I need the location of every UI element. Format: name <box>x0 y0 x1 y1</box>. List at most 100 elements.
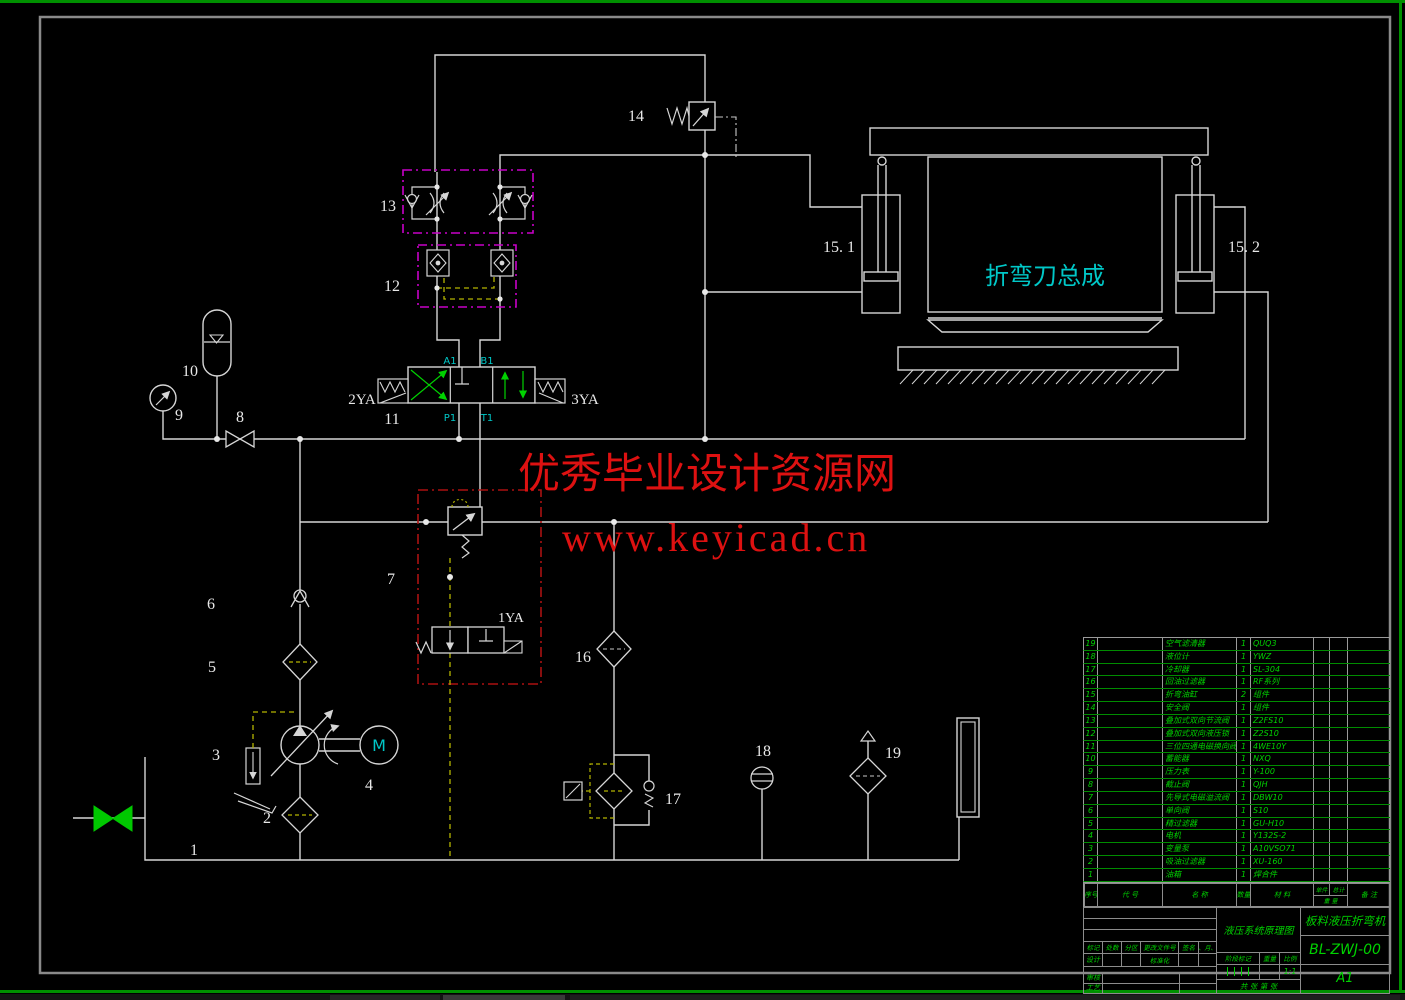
label-15-2: 15. 2 <box>1228 239 1260 256</box>
parts-cell <box>1330 638 1348 650</box>
parts-cell: Y-100 <box>1251 766 1314 779</box>
parts-cell: QUQ3 <box>1251 638 1314 650</box>
parts-cell: 4WE10Y <box>1251 740 1314 753</box>
parts-cell: 蓄能器 <box>1163 753 1237 766</box>
parts-cell: 焊合件 <box>1251 868 1314 881</box>
parts-cell <box>1098 753 1163 766</box>
label-13: 13 <box>380 198 396 215</box>
header-no: 序号 <box>1084 882 1098 907</box>
parts-cell: 组件 <box>1251 702 1314 714</box>
parts-cell <box>1348 856 1390 868</box>
parts-cell <box>1348 702 1390 714</box>
parts-cell: 回油过滤器 <box>1163 676 1237 689</box>
port-a1: A1 <box>443 356 456 367</box>
sheet-note: 共 张 第 张 <box>1216 978 1301 994</box>
product-name: 板料液压折弯机 <box>1300 906 1390 936</box>
parts-cell: 三位四通电磁换向阀 <box>1165 740 1237 753</box>
parts-cell <box>1098 830 1163 843</box>
label-18: 18 <box>755 743 771 760</box>
parts-cell <box>1330 714 1348 727</box>
parts-cell: 压力表 <box>1163 766 1237 779</box>
parts-cell <box>1348 638 1390 650</box>
parts-cell <box>1098 868 1163 881</box>
parts-list-header: 序号 代 号 名 称 数量 材 料 单件 总计 重 量 备 注 <box>1083 881 1391 907</box>
parts-cell: 13 <box>1084 714 1098 727</box>
parts-cell <box>1314 650 1330 663</box>
parts-cell: RF系列 <box>1251 676 1314 689</box>
parts-cell <box>1314 676 1330 689</box>
parts-cell: 1 <box>1237 753 1251 766</box>
parts-cell: GU-H10 <box>1251 817 1314 830</box>
parts-cell <box>1098 740 1163 753</box>
pilot-check-valve-12 <box>417 244 517 308</box>
label-5: 5 <box>208 659 216 676</box>
parts-cell <box>1330 663 1348 676</box>
parts-cell <box>1348 804 1390 817</box>
label-12: 12 <box>384 278 400 295</box>
tank-level-indicator <box>956 717 980 818</box>
parts-cell: S10 <box>1251 804 1314 817</box>
parts-cell <box>1330 791 1348 804</box>
header-material: 材 料 <box>1250 882 1314 907</box>
parts-cell <box>1314 638 1330 650</box>
parts-cell <box>1330 650 1348 663</box>
parts-cell <box>1098 689 1163 702</box>
parts-cell <box>1330 804 1348 817</box>
parts-cell <box>1348 843 1390 856</box>
parts-cell <box>1314 843 1330 856</box>
parts-cell <box>1348 740 1390 753</box>
parts-cell <box>1330 689 1348 702</box>
port-labels: A1 B1 P1 T1 M <box>372 356 494 755</box>
header-remark: 备 注 <box>1347 882 1391 907</box>
parts-cell <box>1330 676 1348 689</box>
parts-cell: 折弯油缸 <box>1163 689 1237 702</box>
parts-cell: 3 <box>1084 843 1098 856</box>
port-b1: B1 <box>480 356 493 367</box>
parts-cell: NXQ <box>1251 753 1314 766</box>
parts-cell: 1 <box>1084 868 1098 881</box>
parts-cell: 1 <box>1237 843 1251 856</box>
parts-cell <box>1098 650 1163 663</box>
approval-blank <box>1102 952 1122 967</box>
label-3ya: 3YA <box>571 392 599 408</box>
parts-cell: 组件 <box>1251 689 1314 702</box>
parts-cell: 1 <box>1237 817 1251 830</box>
parts-cell: SL-304 <box>1251 663 1314 676</box>
label-10: 10 <box>182 363 198 380</box>
parts-cell: 19 <box>1084 638 1098 650</box>
parts-cell: 变量泵 <box>1163 843 1237 856</box>
parts-cell: 先导式电磁溢流阀 <box>1163 791 1237 804</box>
parts-cell <box>1098 714 1163 727</box>
parts-cell <box>1098 779 1163 791</box>
solenoid-valve-1ya <box>415 626 523 655</box>
parts-cell <box>1348 727 1390 740</box>
parts-cell <box>1314 727 1330 740</box>
air-filter-19 <box>849 729 887 795</box>
approval-design: 设计 <box>1083 952 1103 967</box>
press-assembly <box>861 127 1215 385</box>
die-base <box>897 346 1179 371</box>
approval-blank <box>1178 952 1199 967</box>
parts-cell: 18 <box>1084 650 1098 663</box>
parts-cell: 1 <box>1237 714 1251 727</box>
label-9: 9 <box>175 407 183 424</box>
parts-cell: 16 <box>1084 676 1098 689</box>
parts-cell: 11 <box>1084 740 1098 753</box>
parts-cell <box>1330 727 1348 740</box>
label-15-1: 15. 1 <box>823 239 855 256</box>
parts-cell: 1 <box>1237 766 1251 779</box>
label-1: 1 <box>190 842 198 859</box>
parts-cell <box>1348 663 1390 676</box>
cylinder-15-1 <box>861 194 901 314</box>
parts-cell <box>1314 804 1330 817</box>
parts-cell <box>1348 766 1390 779</box>
parts-cell: XU-160 <box>1251 856 1314 868</box>
scale-value: 1:1 <box>1279 963 1301 980</box>
parts-cell: 1 <box>1237 676 1251 689</box>
parts-cell: 截止阀 <box>1163 779 1237 791</box>
